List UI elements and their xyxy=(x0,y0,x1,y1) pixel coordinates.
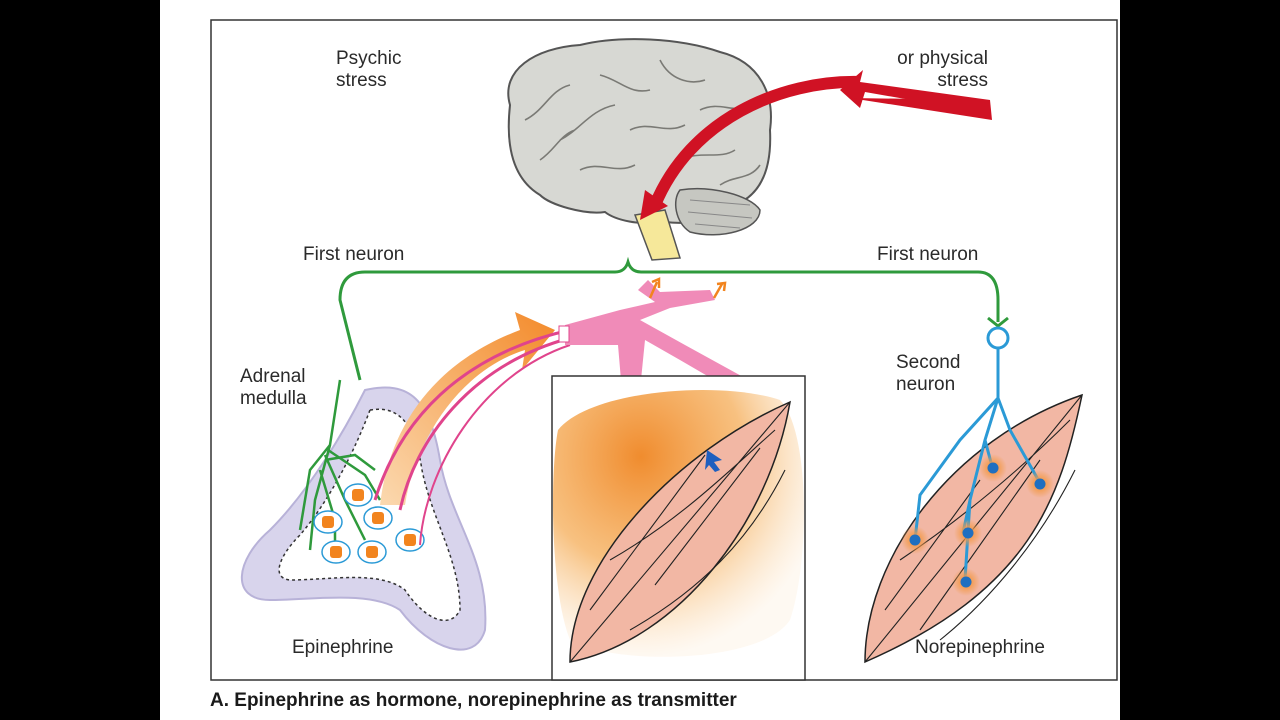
norepinephrine-label: Norepinephrine xyxy=(915,637,1045,658)
chromaffin-cells xyxy=(313,483,425,564)
blood-vessel xyxy=(373,280,745,546)
figure-caption: A. Epinephrine as hormone, norepinephrin… xyxy=(210,690,737,711)
cell xyxy=(343,483,373,507)
physical-stress-label: or physical stress xyxy=(897,48,988,91)
psychic-stress-label: Psychic stress xyxy=(336,48,402,91)
cell xyxy=(313,510,343,534)
adrenal-medulla-label: Adrenal medulla xyxy=(240,366,307,409)
hormone-stream xyxy=(380,312,555,505)
first-neuron-green-path xyxy=(338,256,1009,381)
second-neuron xyxy=(864,326,1084,664)
first-neuron-right-label: First neuron xyxy=(877,244,979,265)
adrenal-nerve-branches xyxy=(298,379,382,555)
slide: Psychic stress or physical stress First … xyxy=(160,0,1120,720)
brain-icon xyxy=(507,38,772,261)
stress-arrow-icon xyxy=(640,70,992,220)
first-neuron-left-label: First neuron xyxy=(303,244,405,265)
target-muscle-panel xyxy=(551,375,806,681)
cell xyxy=(363,506,393,530)
cell xyxy=(321,540,351,564)
epinephrine-label: Epinephrine xyxy=(292,637,394,658)
diagram xyxy=(210,19,1118,681)
cursor-icon xyxy=(705,450,722,472)
second-neuron-label: Second neuron xyxy=(896,352,961,395)
cell xyxy=(357,540,387,564)
synapse-dots xyxy=(901,454,1054,596)
cell xyxy=(395,528,425,552)
